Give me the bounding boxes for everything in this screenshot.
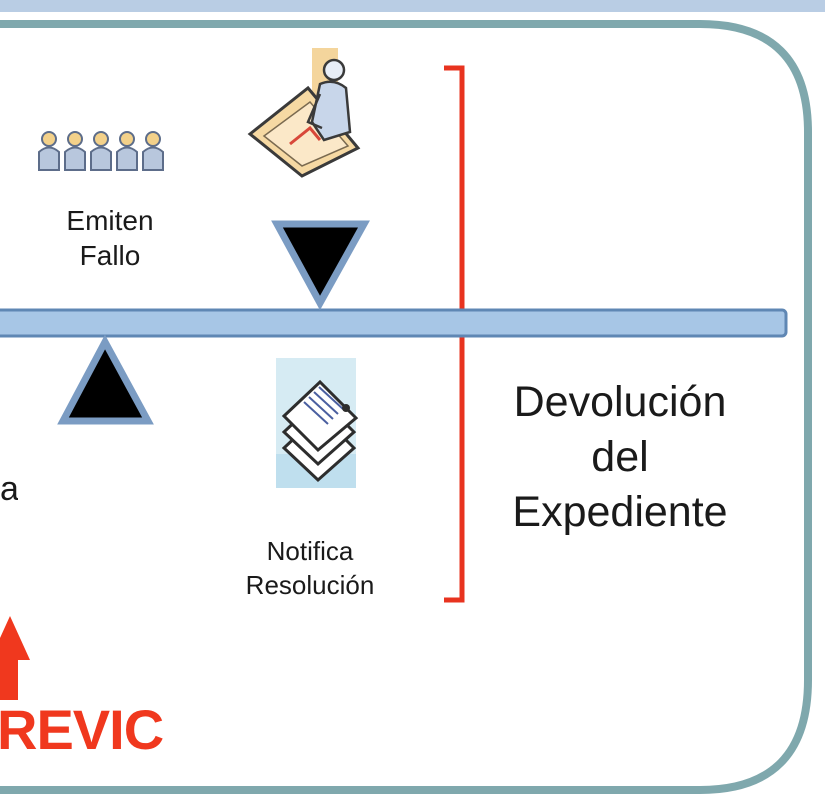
timeline-beam — [0, 308, 788, 338]
devolucion-expediente-label: Devolución del Expediente — [470, 375, 770, 540]
down-triangle — [271, 220, 370, 311]
up-triangle — [57, 334, 154, 425]
emiten-line: Emiten — [66, 205, 154, 236]
revic-label: REVIC — [0, 698, 164, 761]
fallo-line: Fallo — [79, 240, 141, 271]
notifica-line: Notifica — [266, 536, 354, 566]
up-arrow-icon — [0, 616, 30, 700]
partial-left-text: a — [0, 470, 18, 508]
rounded-frame — [0, 20, 812, 794]
stacked-documents-icon — [276, 358, 359, 488]
del-line: del — [591, 433, 649, 482]
resolucion-line: Resolución — [245, 569, 375, 600]
expediente-line: Expediente — [512, 488, 728, 537]
group-of-people-icon — [38, 131, 164, 171]
person-at-desk-icon — [247, 48, 361, 178]
emiten-fallo-label: Emiten Fallo — [40, 203, 180, 273]
notifica-resolucion-label: Notifica Resolución — [210, 535, 410, 603]
devolucion-line: Devolución — [513, 378, 727, 426]
top-band — [0, 0, 825, 12]
